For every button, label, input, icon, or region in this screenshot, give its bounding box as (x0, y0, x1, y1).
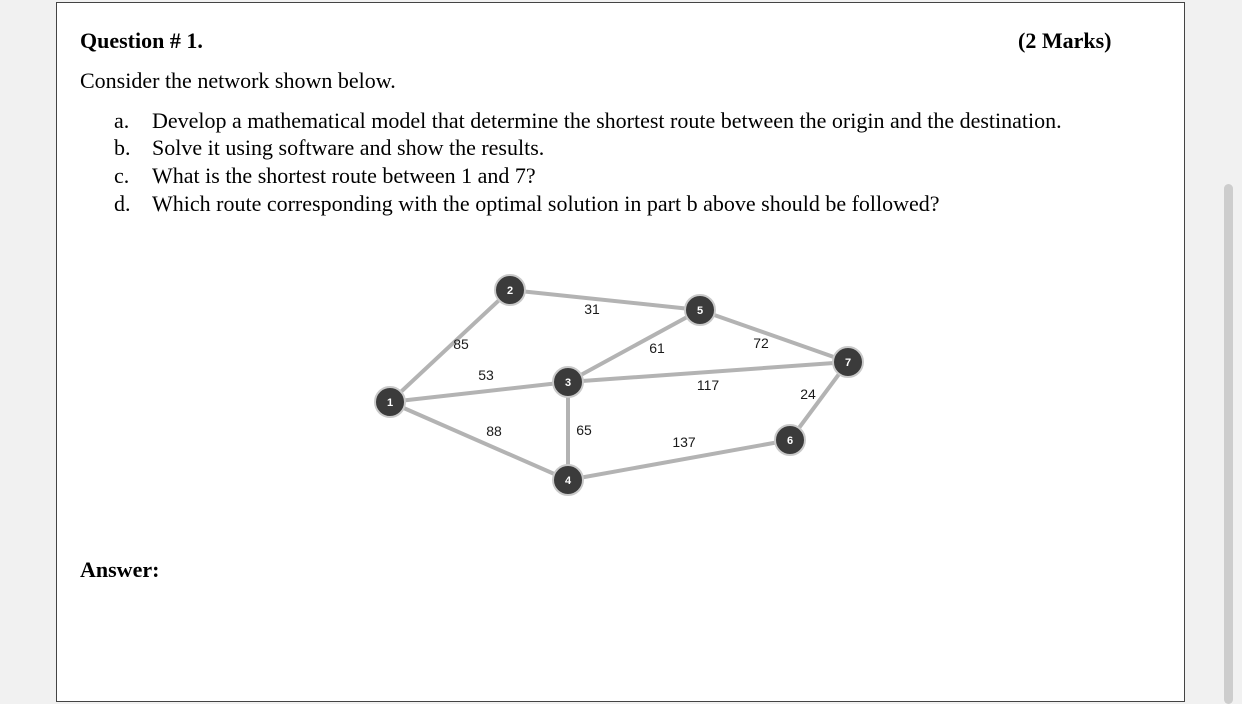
item-text: Which route corresponding with the optim… (152, 191, 940, 216)
node-2-label: 2 (507, 285, 513, 297)
edge-4-6 (566, 438, 792, 482)
question-item-b: b. Solve it using software and show the r… (114, 135, 544, 161)
vertical-scrollbar[interactable] (1224, 184, 1233, 704)
question-title: Question # 1. (80, 28, 203, 53)
node-3-circle (552, 366, 584, 398)
question-marks: (2 Marks) (1018, 28, 1112, 53)
edge-3-7 (566, 360, 850, 384)
edge-weight-1-4: 88 (486, 423, 502, 439)
edge-weight-3-4: 65 (576, 422, 592, 438)
edge-weight-6-7: 24 (800, 386, 816, 402)
item-letter: a. (114, 108, 130, 133)
node-2-circle (494, 274, 526, 306)
edge-weight-3-5: 61 (649, 340, 665, 356)
edge-weight-3-7: 117 (697, 377, 720, 393)
edge-3-5 (566, 308, 702, 384)
node-1: 1 (374, 386, 406, 418)
edge-2-5 (508, 288, 702, 312)
edge-weight-1-2: 85 (453, 336, 469, 352)
edge-6-7 (788, 360, 850, 442)
node-7-label: 7 (845, 357, 851, 369)
node-5-label: 5 (697, 305, 703, 317)
node-6-circle (774, 424, 806, 456)
item-letter: c. (114, 163, 130, 188)
edge-weight-1-3: 53 (478, 367, 494, 383)
node-1-label: 1 (387, 397, 393, 409)
question-item-a: a. Develop a mathematical model that dete… (114, 108, 1062, 134)
item-letter: d. (114, 191, 131, 216)
item-text: What is the shortest route between 1 and… (152, 163, 536, 188)
node-4-label: 4 (565, 475, 572, 487)
node-7: 7 (832, 346, 864, 378)
edge-1-4 (388, 400, 570, 482)
node-3-label: 3 (565, 377, 571, 389)
node-5: 5 (684, 294, 716, 326)
question-intro: Consider the network shown below. (80, 68, 396, 93)
node-6: 6 (774, 424, 806, 456)
node-1-circle (374, 386, 406, 418)
edge-1-2 (388, 288, 512, 404)
node-6-label: 6 (787, 435, 793, 447)
question-item-d: d. Which route corresponding with the opt… (114, 191, 940, 217)
question-item-c: c. What is the shortest route between 1 a… (114, 163, 536, 189)
node-4: 4 (552, 464, 584, 496)
answer-label: Answer: (80, 557, 160, 582)
edge-weight-2-5: 31 (584, 301, 600, 317)
node-2: 2 (494, 274, 526, 306)
edge-weight-4-6: 137 (672, 434, 696, 450)
edge-5-7 (698, 308, 850, 364)
edge-weight-5-7: 72 (753, 335, 769, 351)
node-7-circle (832, 346, 864, 378)
node-3: 3 (552, 366, 584, 398)
network-diagram: 85 53 88 31 61 117 65 72 137 24 1 2 3 4 … (374, 274, 864, 496)
item-letter: b. (114, 135, 131, 160)
node-5-circle (684, 294, 716, 326)
item-text: Solve it using software and show the res… (152, 135, 545, 160)
node-4-circle (552, 464, 584, 496)
edge-1-3 (388, 380, 570, 404)
item-text: Develop a mathematical model that determ… (152, 108, 1062, 133)
